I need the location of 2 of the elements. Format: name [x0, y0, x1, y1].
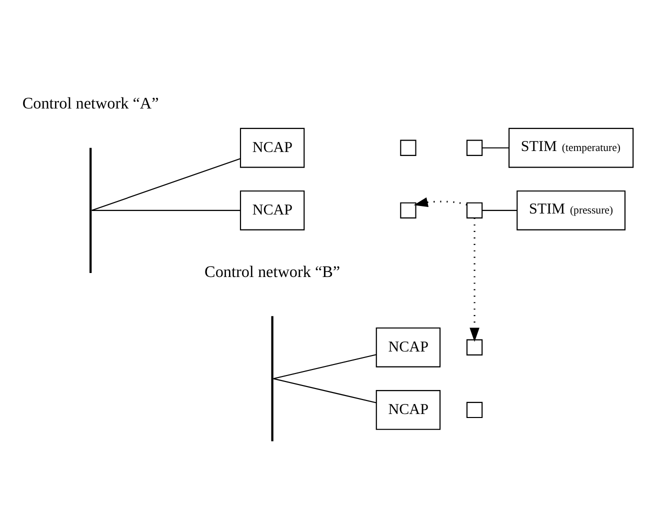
label: Control network “A” — [22, 95, 159, 112]
label: Control network “B” — [204, 263, 340, 280]
